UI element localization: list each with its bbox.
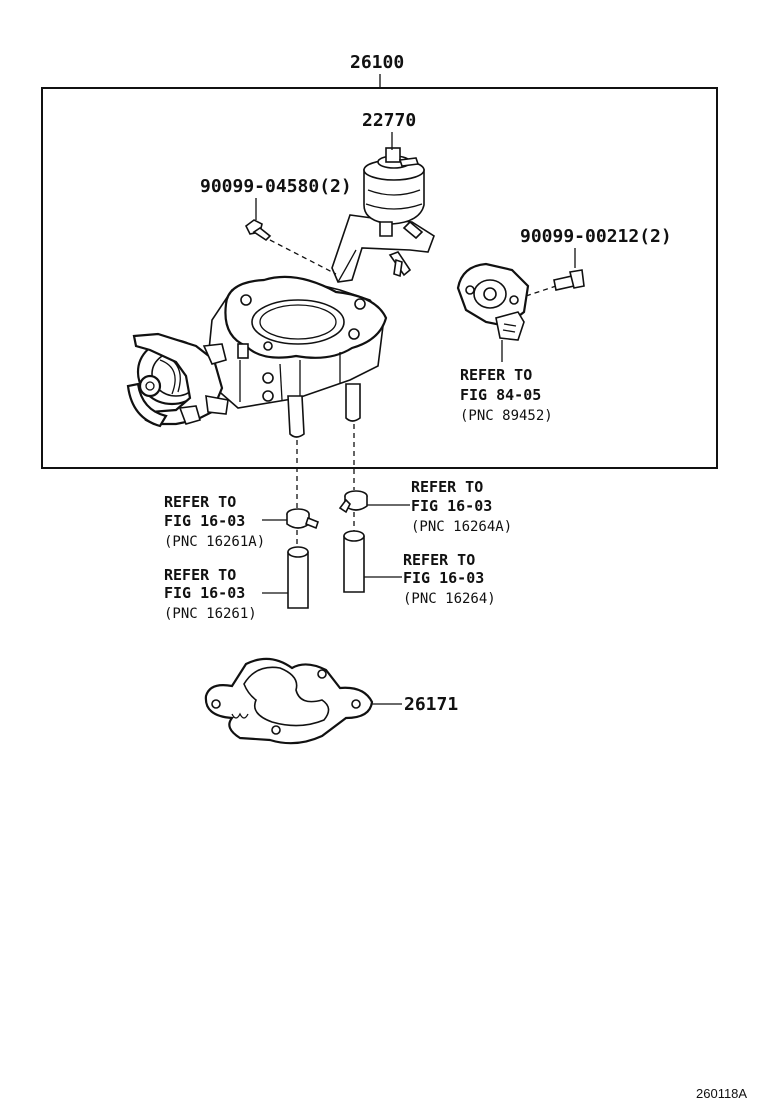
- throttle-body-drawing[interactable]: [126, 275, 388, 438]
- vsv-valve-drawing[interactable]: [331, 147, 435, 283]
- bolt-sensor-dashed-line: [525, 285, 557, 297]
- bolt-vsv-part-number[interactable]: 90099-04580(2): [200, 176, 352, 197]
- gasket-part-number[interactable]: 26171: [404, 694, 458, 715]
- sensor-refer-line3[interactable]: (PNC 89452): [460, 408, 553, 424]
- clamp-left-refer-line3[interactable]: (PNC 16261A): [164, 534, 265, 550]
- clamp-right-refer-line1[interactable]: REFER TO: [411, 478, 483, 496]
- clamp-right-refer-line3[interactable]: (PNC 16264A): [411, 519, 512, 535]
- hose-right-drawing[interactable]: [343, 530, 365, 593]
- diagram-id: 260118A: [696, 1086, 747, 1101]
- hose-left-drawing[interactable]: [287, 546, 309, 609]
- hose-left-refer-line2[interactable]: FIG 16-03: [164, 584, 245, 602]
- gasket-drawing[interactable]: [204, 657, 374, 745]
- clamp-right-refer-line2[interactable]: FIG 16-03: [411, 497, 492, 515]
- hose-right-refer-line1[interactable]: REFER TO: [403, 551, 475, 569]
- clamp-right-drawing[interactable]: [338, 490, 368, 514]
- clamp-left-refer-line2[interactable]: FIG 16-03: [164, 512, 245, 530]
- bolt-vsv-drawing[interactable]: [244, 219, 272, 242]
- bolt-vsv-dashed-line: [269, 239, 337, 275]
- assembly-part-number[interactable]: 26100: [350, 52, 404, 73]
- throttle-position-sensor-drawing[interactable]: [456, 262, 530, 341]
- vsv-part-number[interactable]: 22770: [362, 110, 416, 131]
- bolt-sensor-part-number[interactable]: 90099-00212(2): [520, 226, 672, 247]
- clamp-left-refer-line1[interactable]: REFER TO: [164, 493, 236, 511]
- hose-right-refer-line2[interactable]: FIG 16-03: [403, 569, 484, 587]
- sensor-refer-line2[interactable]: FIG 84-05: [460, 386, 541, 404]
- assembly-frame: [41, 87, 718, 469]
- sensor-refer-line1[interactable]: REFER TO: [460, 366, 532, 384]
- hose-left-refer-line3[interactable]: (PNC 16261): [164, 606, 257, 622]
- clamp-left-drawing[interactable]: [286, 508, 319, 530]
- bolt-sensor-drawing[interactable]: [553, 269, 585, 291]
- hose-left-refer-line1[interactable]: REFER TO: [164, 566, 236, 584]
- hose-right-refer-line3[interactable]: (PNC 16264): [403, 591, 496, 607]
